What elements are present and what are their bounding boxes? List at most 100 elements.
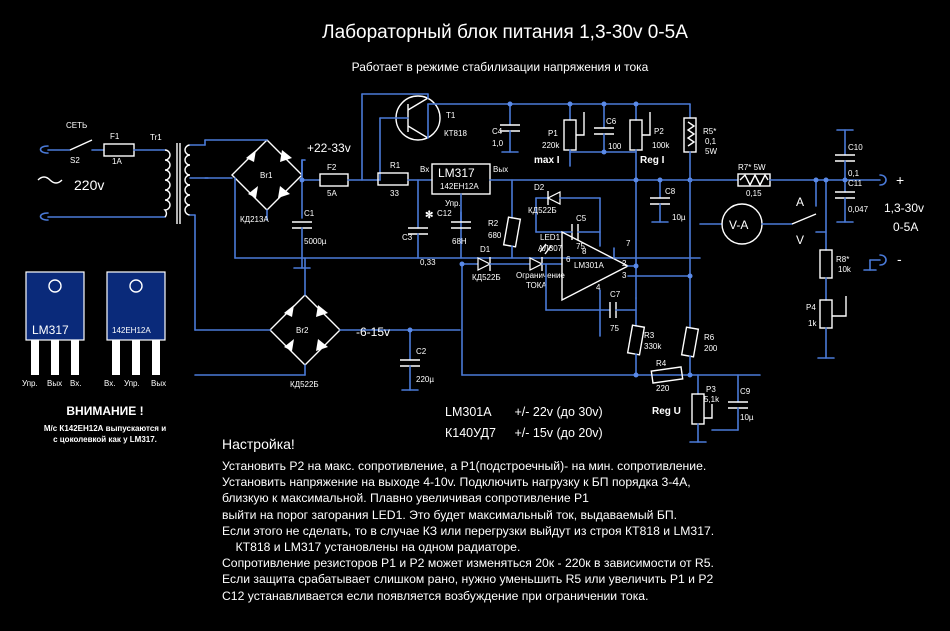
component-label: Упр. xyxy=(22,379,38,388)
component-label: 6 xyxy=(566,255,571,264)
component-label: 100k xyxy=(652,141,670,150)
opamp-lm301a: LM301A 7 2 3 4 6 8 C7 75 R3 330k xyxy=(545,197,691,376)
component-label: 1,3-30v xyxy=(884,201,924,215)
setup-line: близкую к максимальной. Плавно увеличива… xyxy=(222,491,589,506)
output-section: R7* 5W 0,15 V-A A V R8* 10k P4 1k C10 0, xyxy=(689,129,924,359)
resistor-r2: R2 680 xyxy=(488,179,522,259)
component-label: LM317 xyxy=(438,166,475,180)
component-label: 7 xyxy=(626,239,631,248)
mains-input: СЕТЬ S2 F1 1А 220v xyxy=(37,121,166,221)
component-label: LM317 xyxy=(32,323,69,337)
component-label: Вых xyxy=(47,379,62,388)
setup-line: Сопротивление резисторов Р1 и Р2 может и… xyxy=(222,556,714,571)
diode-d1-led1: D1 КД522Б LED1 АЛ307 Ограничение ТОКА xyxy=(459,233,761,376)
component-label: - xyxy=(897,251,902,267)
component-label: R8* xyxy=(836,255,849,264)
capacitors-c12-c3: C3 0,33 C12 68Н ✻ xyxy=(402,179,471,267)
component-label: 5W xyxy=(705,147,717,156)
component-label: P1 xyxy=(548,129,558,138)
bridge-br2: -6-15v Br2 КД522Б C2 220µ xyxy=(194,177,461,391)
component-label: 75 xyxy=(576,242,585,251)
component-label: T1 xyxy=(446,111,456,120)
component-label: P3 xyxy=(706,385,716,394)
component-label: 2 xyxy=(622,259,627,268)
component-label: 100 xyxy=(608,142,622,151)
diagram-subtitle: Работает в режиме стабилизации напряжени… xyxy=(352,60,649,74)
package-142en12a: 142ЕН12А Вх. Упр. Вых xyxy=(104,271,166,388)
component-label: 5000µ xyxy=(304,237,327,246)
component-label: max I xyxy=(534,155,560,166)
component-label: C5 xyxy=(576,214,587,223)
component-label: 10µ xyxy=(672,213,686,222)
component-label: 0,1 xyxy=(848,169,860,178)
setup-line: Установить Р2 на макс. сопротивление, а … xyxy=(222,459,707,473)
component-label: 8 xyxy=(582,247,587,256)
component-label: 4 xyxy=(596,283,601,292)
component-label: 0,047 xyxy=(848,205,869,214)
component-label: 1,0 xyxy=(492,139,504,148)
component-label: Br1 xyxy=(260,171,273,180)
component-label: 200 xyxy=(704,344,718,353)
component-label: КД522Б xyxy=(472,273,501,282)
component-label: C2 xyxy=(416,347,427,356)
component-label: Упр. xyxy=(124,379,140,388)
component-label: 220µ xyxy=(416,375,434,384)
component-label: 0,15 xyxy=(746,189,762,198)
warning-title: ВНИМАНИЕ ! xyxy=(66,404,144,418)
trimmers-p1-p2-c6: P1 220k max I C6 100 P2 100k Reg I xyxy=(534,101,670,299)
component-label: V xyxy=(796,233,804,247)
component-label: R4 xyxy=(656,359,667,368)
component-label: 220k xyxy=(542,141,560,150)
component-label: КТ818 xyxy=(444,129,467,138)
component-label: C6 xyxy=(606,117,617,126)
setup-instructions: Установить Р2 на макс. сопротивление, а … xyxy=(222,458,942,604)
setup-line: Если защита срабатывает слишком рано, ну… xyxy=(222,572,714,587)
component-label: АЛ307 xyxy=(538,244,563,253)
component-label: P4 xyxy=(806,303,816,312)
transistor-t1: T1 КТ818 xyxy=(361,93,691,181)
component-label: C10 xyxy=(848,143,863,152)
setup-line: КТ818 и LM317 установлены на одном радиа… xyxy=(222,540,521,555)
component-label: F1 xyxy=(110,132,120,141)
component-label: 5A xyxy=(327,189,337,198)
component-label: 1k xyxy=(808,319,817,328)
fuse-f1 xyxy=(103,143,135,157)
component-label: 10µ xyxy=(740,413,754,422)
component-label: 0,33 xyxy=(420,258,436,267)
component-label: R7* 5W xyxy=(738,163,766,172)
capacitor-c8: C8 10µ xyxy=(650,177,686,223)
component-label: R2 xyxy=(488,219,499,228)
component-label: LED1 xyxy=(540,233,561,242)
component-label: C4 xyxy=(492,127,503,136)
component-label: +22-33v xyxy=(307,141,351,155)
capacitor-c4: C4 1,0 xyxy=(492,101,520,153)
shunt-r5: R5* 0,1 5W xyxy=(633,103,717,183)
component-label: R6 xyxy=(704,333,715,342)
component-label: СЕТЬ xyxy=(66,121,87,130)
component-label: 33 xyxy=(390,189,399,198)
setup-title: Настройка! xyxy=(222,436,295,452)
component-label: S2 xyxy=(70,156,80,165)
component-label: ✻ xyxy=(425,210,433,221)
diagram-title: Лабораторный блок питания 1,3-30v 0-5A xyxy=(322,22,688,43)
component-label: Br2 xyxy=(296,326,309,335)
component-label: C9 xyxy=(740,387,751,396)
component-label: Reg I xyxy=(640,155,665,166)
component-label: Tr1 xyxy=(150,133,162,142)
component-label: C12 xyxy=(437,209,452,218)
component-label: C1 xyxy=(304,209,315,218)
component-label: F2 xyxy=(327,163,337,172)
component-label: Вых xyxy=(493,165,508,174)
opamp-row: К140УД7 +/- 15v (до 20v) xyxy=(445,426,603,440)
setup-line: выйти на порог загорания LED1. Это будет… xyxy=(222,507,678,522)
opamp-row: LM301A +/- 22v (до 30v) xyxy=(445,405,603,419)
component-label: 330k xyxy=(644,342,662,351)
component-label: A xyxy=(796,195,804,209)
component-label: 0,1 xyxy=(705,137,717,146)
component-label: 142ЕН12А xyxy=(440,182,479,191)
bridge-br1: Br1 КД213А xyxy=(204,139,306,224)
component-label: Вх xyxy=(420,165,429,174)
component-label: 220 xyxy=(656,384,670,393)
voltage-divider: R6 200 R4 220 P3 5,1k Reg U C9 10µ xyxy=(633,179,754,443)
